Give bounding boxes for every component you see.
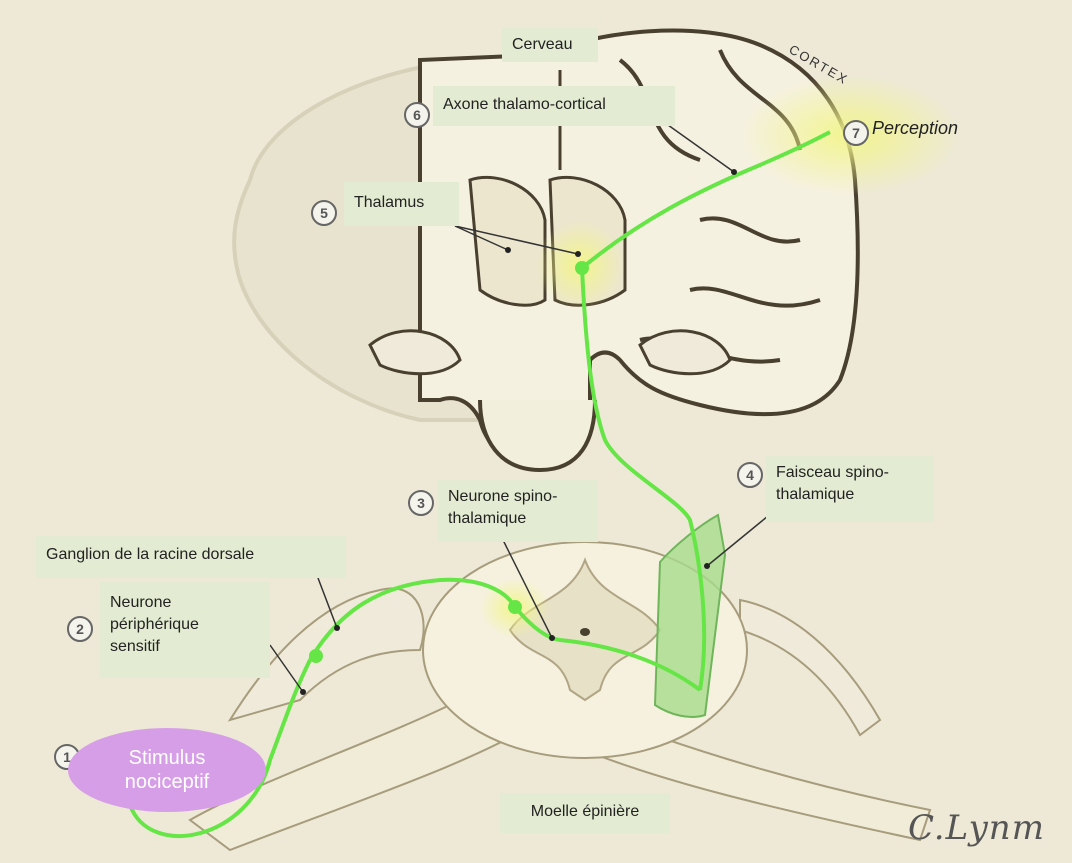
artist-signature: C.Lynm bbox=[908, 808, 1045, 848]
marker-dot bbox=[549, 635, 555, 641]
thalamus-left bbox=[470, 177, 545, 305]
label-faisceau-spino-thalamique: Faisceau spino- thalamique bbox=[766, 456, 934, 522]
number-2: 2 bbox=[67, 616, 93, 642]
label-cerveau: Cerveau bbox=[502, 28, 598, 62]
label-neurone-spino-thalamique: Neurone spino- thalamique bbox=[438, 480, 598, 542]
spinal-neuron-cell-body bbox=[508, 600, 522, 614]
marker-dot bbox=[704, 563, 710, 569]
number-7: 7 bbox=[843, 120, 869, 146]
marker-dot bbox=[731, 169, 737, 175]
label-moelle-epiniere: Moelle épinière bbox=[500, 793, 670, 833]
label-stimulus-nociceptif: Stimulus nociceptif bbox=[125, 746, 210, 794]
number-4: 4 bbox=[737, 462, 763, 488]
label-thalamus: Thalamus bbox=[344, 182, 459, 226]
number-5: 5 bbox=[311, 200, 337, 226]
central-canal bbox=[580, 628, 590, 636]
marker-dot bbox=[505, 247, 511, 253]
number-6: 6 bbox=[404, 102, 430, 128]
label-neurone-peripherique-sensitif: Neurone périphérique sensitif bbox=[100, 582, 270, 678]
marker-dot bbox=[575, 251, 581, 257]
number-3: 3 bbox=[408, 490, 434, 516]
ganglion-cell-body bbox=[309, 649, 323, 663]
label-perception: Perception bbox=[872, 118, 958, 139]
label-ganglion-racine-dorsale: Ganglion de la racine dorsale bbox=[36, 536, 346, 578]
marker-dot bbox=[334, 625, 340, 631]
label-axone-thalamo-cortical: Axone thalamo-cortical bbox=[433, 86, 675, 126]
stimulus-nociceptif-ellipse: Stimulus nociceptif bbox=[68, 728, 266, 812]
thalamus-neuron-cell-body bbox=[575, 261, 589, 275]
marker-dot bbox=[300, 689, 306, 695]
